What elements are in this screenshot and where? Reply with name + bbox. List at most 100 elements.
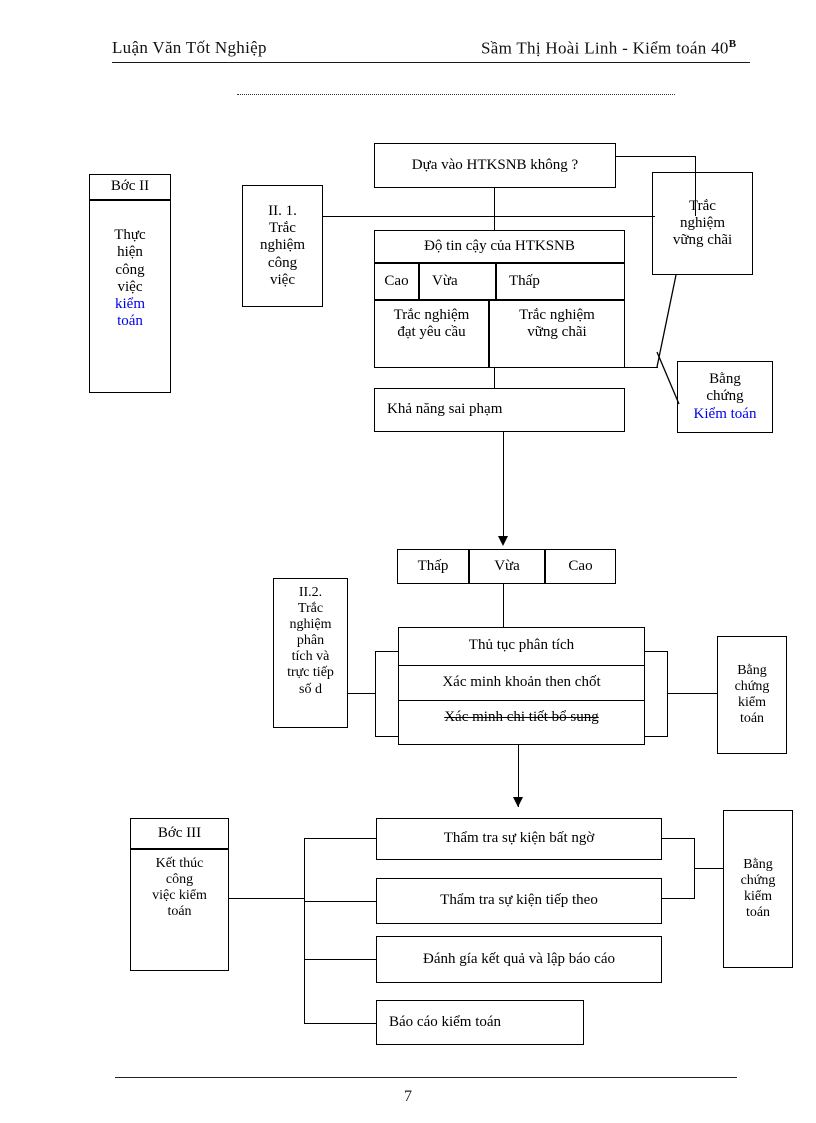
procedures-divider-1	[398, 665, 645, 667]
dotted-separator	[237, 94, 675, 95]
evidence-top-content: Bằng chứng Kiểm toán	[681, 371, 769, 423]
stage-ii1-box: II. 1. Trắc nghiệm công việc	[242, 185, 323, 307]
closing-task-0-label: Thẩm tra sự kiện bất ngờ	[443, 830, 595, 847]
decision-label: Dựa vào HTKSNB không ?	[411, 156, 579, 173]
closing-task-1-label: Thẩm tra sự kiện tiếp theo	[440, 892, 598, 909]
header-right-author: Sầm Thị Hoài Linh - Kiểm toán 40B	[481, 38, 736, 59]
closing-task-3-label: Báo cáo kiểm toán	[389, 1013, 502, 1030]
arrowhead-to-risk-levels	[498, 536, 508, 546]
procedures-divider-2	[398, 700, 645, 702]
footer-rule	[115, 1077, 737, 1078]
evidence-top-line2: chứng	[706, 388, 744, 405]
reliability-level-thap-label: Thấp	[509, 272, 540, 289]
connector-procedures-left-bracket	[375, 651, 377, 736]
procedures-box	[398, 627, 645, 745]
evidence-mid-box: Bằng chứng kiểm toán	[717, 636, 787, 754]
connector-bracket-top-right	[645, 651, 668, 653]
reliability-table-header: Độ tin cậy của HTKSNB	[374, 230, 625, 263]
connector-table-right	[625, 367, 658, 369]
diagonal-robust-to-junction	[656, 274, 677, 368]
connector-decision-to-table	[494, 188, 496, 230]
reliability-level-cao-label: Cao	[384, 272, 409, 289]
risk-box-label: Khả năng sai phạm	[387, 401, 503, 418]
stage-ii2-label: II.2. Trắc nghiệm phân tích và trực tiếp…	[287, 585, 334, 697]
connector-closing-left-bracket	[304, 838, 306, 1024]
connector-risk-down	[503, 432, 505, 537]
connector-levels-to-procedures	[503, 584, 505, 627]
header-author-superscript: B	[728, 38, 737, 50]
evidence-top-box: Bằng chứng Kiểm toán	[677, 361, 773, 433]
risk-level-thap-label: Thấp	[417, 557, 449, 574]
risk-level-vua-label: Vừa	[494, 557, 520, 574]
connector-bracket-bottom-left	[375, 736, 398, 738]
risk-level-thap: Thấp	[397, 549, 469, 584]
evidence-bottom-box: Bằng chứng kiểm toán	[723, 810, 793, 968]
evidence-top-line3: Kiểm toán	[693, 405, 757, 422]
reliability-level-cao: Cao	[374, 263, 419, 300]
connector-task0-right	[662, 838, 695, 840]
step3-title-label: Bớc III	[157, 824, 202, 841]
risk-box: Khả năng sai phạm	[374, 388, 625, 432]
connector-to-evidence-mid	[667, 693, 717, 695]
robust-test-top-label: Trắc nghiệm vững chãi	[672, 197, 733, 249]
reliability-level-vua-label: Vừa	[432, 272, 458, 289]
reliability-action-left-label: Trắc nghiệm đạt yêu cầu	[393, 307, 470, 341]
evidence-mid-label: Bằng chứng kiểm toán	[734, 662, 770, 727]
connector-task1-right	[662, 898, 695, 900]
connector-ii1-to-trunk	[323, 216, 655, 218]
reliability-action-right-label: Trắc nghiệm vững chãi	[519, 307, 595, 341]
step2-title-label: Bớc II	[110, 178, 150, 195]
closing-task-0: Thẩm tra sự kiện bất ngờ	[376, 818, 662, 860]
closing-task-2: Đánh gía kết quả và lập báo cáo	[376, 936, 662, 983]
header-left-title: Luận Văn Tốt Nghiệp	[112, 38, 267, 57]
procedure-row-2-label: Xác minh chi tiết bổ sung	[444, 708, 599, 725]
procedure-row-0: Thủ tục phân tích	[398, 627, 645, 665]
step3-title-box: Bớc III	[130, 818, 229, 849]
evidence-bottom-label: Bằng chứng kiểm toán	[740, 856, 776, 921]
connector-decision-down	[695, 156, 697, 216]
connector-branch-3	[304, 1023, 376, 1025]
connector-bracket-bottom-right	[645, 736, 668, 738]
step2-body-black: Thực hiện công việc	[114, 227, 146, 295]
connector-branch-1	[304, 901, 376, 903]
step2-title-box: Bớc II	[89, 174, 171, 200]
procedure-row-0-label: Thủ tục phân tích	[468, 637, 575, 654]
step2-body-blue: kiểm toán	[115, 296, 145, 330]
closing-task-1: Thẩm tra sự kiện tiếp theo	[376, 878, 662, 924]
connector-procedures-down	[518, 745, 520, 807]
closing-task-3: Báo cáo kiểm toán	[376, 1000, 584, 1045]
connector-branch-2	[304, 959, 376, 961]
reliability-action-left: Trắc nghiệm đạt yêu cầu	[374, 300, 489, 368]
connector-bracket-top-left	[375, 651, 398, 653]
stage-ii2-box: II.2. Trắc nghiệm phân tích và trực tiếp…	[273, 578, 348, 728]
reliability-action-right: Trắc nghiệm vững chãi	[489, 300, 625, 368]
reliability-level-thap: Thấp	[496, 263, 625, 300]
diagonal-junction-to-evidence	[656, 351, 680, 405]
header-author-name: Sầm Thị Hoài Linh - Kiểm toán 40	[481, 38, 729, 58]
connector-to-evidence-bottom	[694, 868, 723, 870]
connector-decision-right	[616, 156, 696, 158]
page-number: 7	[404, 1088, 412, 1105]
evidence-top-line1: Bằng	[709, 371, 741, 388]
reliability-level-vua: Vừa	[419, 263, 496, 300]
connector-table-to-risk	[494, 368, 496, 388]
risk-level-vua: Vừa	[469, 549, 545, 584]
robust-test-top-box: Trắc nghiệm vững chãi	[652, 172, 753, 275]
decision-box: Dựa vào HTKSNB không ?	[374, 143, 616, 188]
connector-step3-out	[229, 898, 305, 900]
step3-body-box: Kết thúc công việc kiểm toán	[130, 849, 229, 971]
step2-body-box: Thực hiện công việc kiểm toán	[89, 200, 171, 393]
procedure-row-1: Xác minh khoản then chốt	[398, 665, 645, 700]
step3-body-label: Kết thúc công việc kiểm toán	[152, 856, 207, 920]
stage-ii1-label: II. 1. Trắc nghiệm công việc	[260, 202, 305, 288]
arrowhead-to-closing	[513, 797, 523, 807]
header-rule	[112, 62, 750, 63]
connector-ii2-out	[348, 693, 376, 695]
connector-branch-0	[304, 838, 376, 840]
procedure-row-1-label: Xác minh khoản then chốt	[442, 673, 601, 690]
risk-level-cao: Cao	[545, 549, 616, 584]
closing-task-2-label: Đánh gía kết quả và lập báo cáo	[422, 950, 615, 967]
procedure-row-2: Xác minh chi tiết bổ sung	[398, 700, 645, 735]
risk-level-cao-label: Cao	[568, 557, 593, 574]
